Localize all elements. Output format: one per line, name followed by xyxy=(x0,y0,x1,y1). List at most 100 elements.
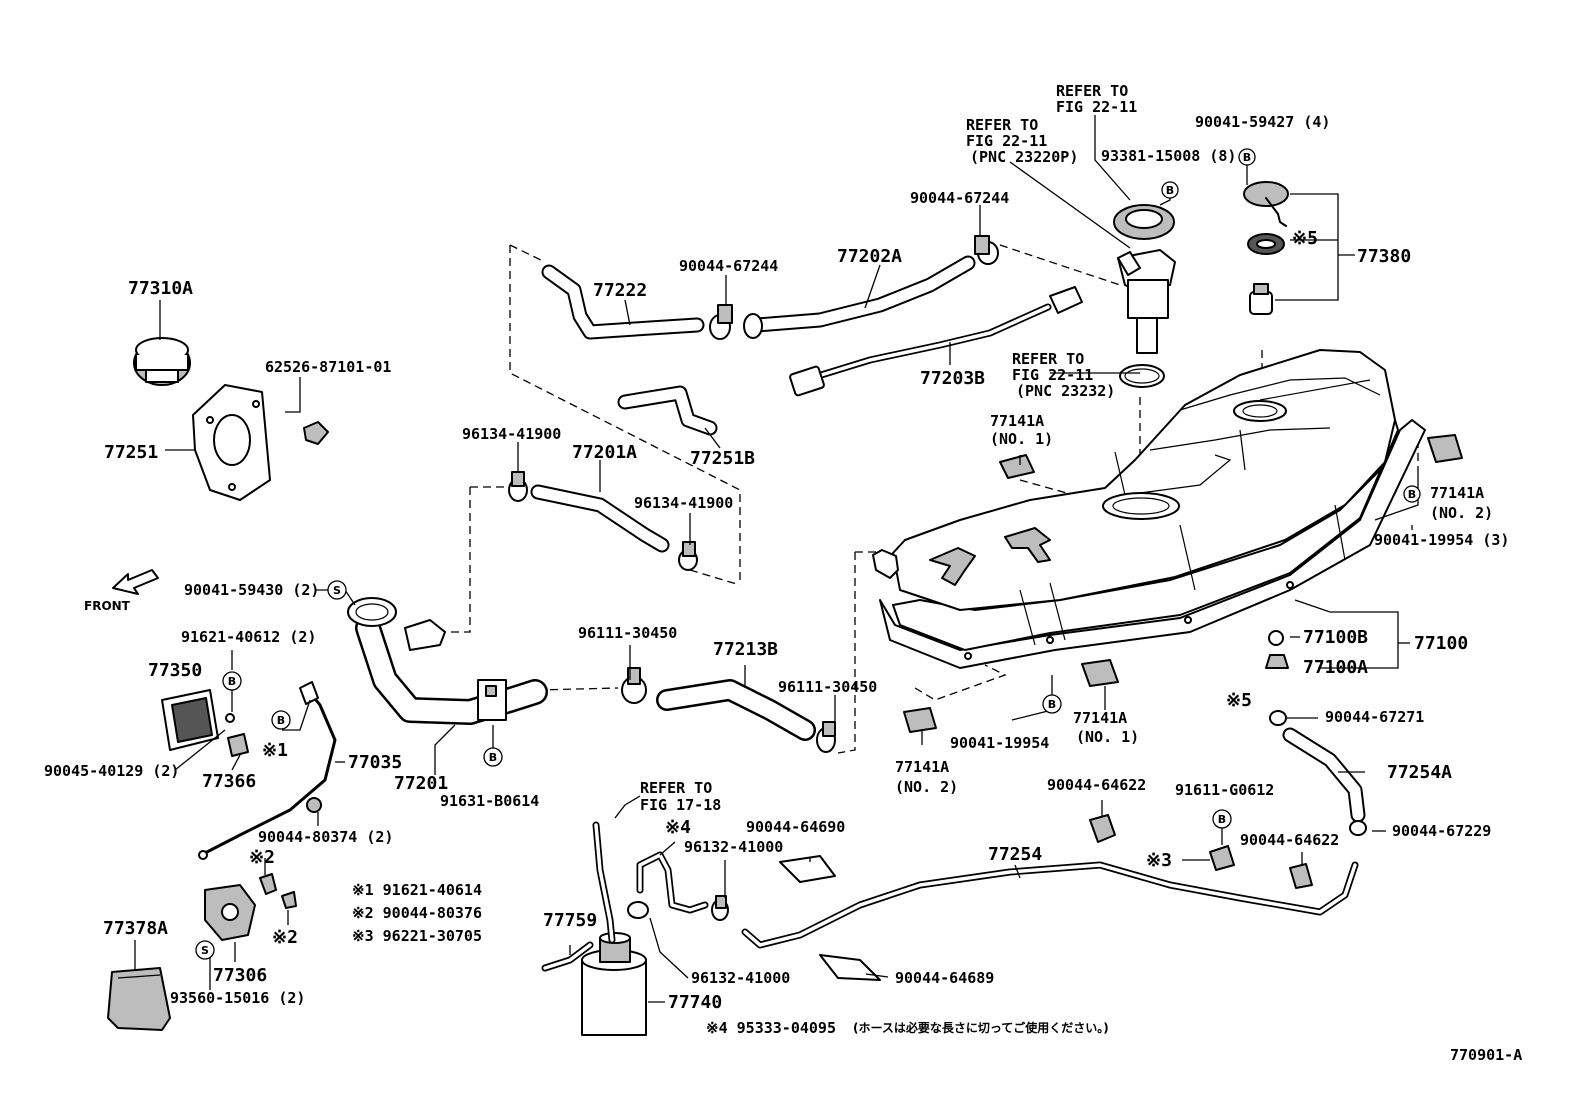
marker-b: B xyxy=(1042,694,1062,714)
hose-77201a xyxy=(508,471,698,571)
hose-77213b xyxy=(621,667,836,753)
label-90041-19954: 90041-19954 xyxy=(950,734,1049,752)
cover-77378a xyxy=(107,967,171,1031)
marker-b: B xyxy=(222,671,242,691)
circle-markers: B B B S B B B B B S xyxy=(195,148,1421,960)
label-96134-41900: 96134-41900 xyxy=(462,425,561,443)
marker-b: B xyxy=(1161,181,1179,199)
filler-plate-77251 xyxy=(192,384,271,501)
hinge-77366 xyxy=(227,733,249,757)
lid-opener-77306 xyxy=(204,873,297,941)
label-96132-41000: 96132-41000 xyxy=(684,838,783,856)
label-77035: 77035 xyxy=(348,752,402,773)
label-refer-fig-17-18: REFER TO FIG 17-18 xyxy=(640,779,721,814)
vapor-tubes-lower xyxy=(541,710,1367,972)
label-77254: 77254 xyxy=(988,844,1042,865)
label-mark-3: ※3 xyxy=(1146,850,1172,871)
svg-text:B: B xyxy=(228,675,236,688)
label-mark-4: ※4 xyxy=(665,817,691,838)
svg-text:B: B xyxy=(1048,698,1056,711)
svg-text:B: B xyxy=(277,714,285,727)
label-90041-59430: 90041-59430 (2) xyxy=(184,581,319,599)
fuel-cap-77310a xyxy=(133,337,191,386)
svg-text:S: S xyxy=(333,584,341,597)
label-93560-15016: 93560-15016 (2) xyxy=(170,989,305,1007)
fuel-pump-assembly xyxy=(1113,204,1176,388)
label-77141a-no2: 77141A (NO. 2) xyxy=(1430,484,1493,522)
label-91631-b0614: 91631-B0614 xyxy=(440,792,539,810)
legend-3: ※3 96221-30705 xyxy=(352,927,482,945)
label-90044-67244: 90044-67244 xyxy=(910,189,1009,207)
filler-pipe-77201 xyxy=(347,597,548,725)
legend-4-note: (ホースは必要な長さに切ってご使用ください。) xyxy=(853,1020,1109,1035)
marker-b: B xyxy=(1238,148,1256,166)
svg-text:B: B xyxy=(489,751,497,764)
label-77378a: 77378A xyxy=(103,918,168,939)
marker-s: S xyxy=(195,940,215,960)
svg-text:B: B xyxy=(1166,184,1174,197)
label-77201: 77201 xyxy=(394,773,448,794)
dashed-guide-lines xyxy=(445,244,1419,754)
marker-b: B xyxy=(1403,485,1421,503)
label-77100a: 77100A xyxy=(1303,657,1368,678)
label-77254a: 77254A xyxy=(1387,762,1452,783)
label-90045-40129: 90045-40129 (2) xyxy=(44,762,179,780)
label-77202a: 77202A xyxy=(837,246,902,267)
label-77222: 77222 xyxy=(593,280,647,301)
legend-1: ※1 91621-40614 xyxy=(352,881,482,899)
hoses-upper xyxy=(541,235,1083,436)
label-mark-2: ※2 xyxy=(272,927,298,948)
marker-s: S xyxy=(327,580,347,600)
label-93381-15008: 93381-15008 (8) xyxy=(1101,147,1236,165)
label-96132-41000: 96132-41000 xyxy=(691,969,790,987)
fuel-lid-77350 xyxy=(161,689,235,751)
label-77366: 77366 xyxy=(202,771,256,792)
label-77251b: 77251B xyxy=(690,448,755,469)
label-mark-1: ※1 xyxy=(262,740,288,761)
label-77740: 77740 xyxy=(668,992,722,1013)
label-77100b: 77100B xyxy=(1303,627,1368,648)
svg-text:B: B xyxy=(1243,151,1251,164)
label-90044-64690: 90044-64690 xyxy=(746,818,845,836)
svg-text:B: B xyxy=(1218,813,1226,826)
fuel-tank-77100 xyxy=(872,349,1426,669)
label-90044-67244: 90044-67244 xyxy=(679,257,778,275)
label-77251: 77251 xyxy=(104,442,158,463)
label-front: FRONT xyxy=(84,599,131,613)
part-labels: REFER TO FIG 22-11 REFER TO FIG 22-11 (P… xyxy=(44,82,1522,1064)
label-91611-g0612: 91611-G0612 xyxy=(1175,781,1274,799)
cable-77035 xyxy=(198,681,337,860)
label-77350: 77350 xyxy=(148,660,202,681)
label-90044-80374: 90044-80374 (2) xyxy=(258,828,393,846)
label-90044-64622: 90044-64622 xyxy=(1047,776,1146,794)
label-96111-30450: 96111-30450 xyxy=(578,624,677,642)
label-90044-67229: 90044-67229 xyxy=(1392,822,1491,840)
svg-text:B: B xyxy=(1408,488,1416,501)
legend-2: ※2 90044-80376 xyxy=(352,904,482,922)
marker-b: B xyxy=(483,747,503,767)
charcoal-canister-77740 xyxy=(581,901,649,1036)
label-77141a-no2: 77141A (NO. 2) xyxy=(895,758,958,796)
label-77380: 77380 xyxy=(1357,246,1411,267)
label-77310a: 77310A xyxy=(128,278,193,299)
label-90044-67271: 90044-67271 xyxy=(1325,708,1424,726)
label-91621-40612: 91621-40612 (2) xyxy=(181,628,316,646)
label-mark-5: ※5 xyxy=(1226,690,1252,711)
marker-b: B xyxy=(1212,809,1232,829)
label-77141a-no1: 77141A (NO. 1) xyxy=(1073,709,1139,746)
label-90044-64622: 90044-64622 xyxy=(1240,831,1339,849)
label-77100: 77100 xyxy=(1414,633,1468,654)
grommet-62526 xyxy=(303,421,329,445)
label-mark-2: ※2 xyxy=(249,847,275,868)
label-96134-41900: 96134-41900 xyxy=(634,494,733,512)
label-refer-fig-22-11-pnc-23220p: REFER TO FIG 22-11 (PNC 23220P) xyxy=(966,116,1078,166)
front-arrow-icon xyxy=(112,569,159,595)
label-refer-fig-22-11-pnc-23232: REFER TO FIG 22-11 (PNC 23232) xyxy=(1012,350,1115,400)
figure-id: 770901-A xyxy=(1450,1046,1522,1064)
fuel-sender-gauge-77380 xyxy=(1243,181,1289,315)
label-77203b: 77203B xyxy=(920,368,985,389)
label-mark-5: ※5 xyxy=(1292,228,1318,249)
label-refer-fig-22-11: REFER TO FIG 22-11 xyxy=(1056,82,1137,116)
label-77201a: 77201A xyxy=(572,442,637,463)
